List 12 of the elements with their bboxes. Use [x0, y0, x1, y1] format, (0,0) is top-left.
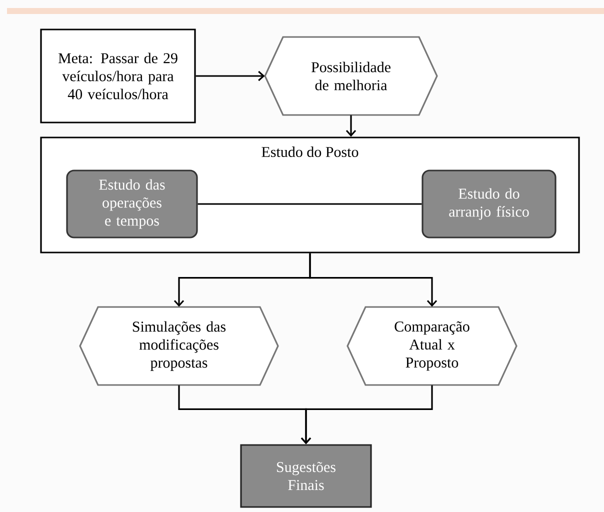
- preparation-hexagon: Possibilidade de melhoria: [264, 36, 438, 116]
- preparation-hexagon: Simulações das modificações propostas: [79, 306, 279, 386]
- arrow: [196, 70, 265, 82]
- preparation-hexagon: Comparação Atual x Proposto: [346, 306, 518, 386]
- arrow: [346, 115, 356, 137]
- rounded-box: Estudo das operações e tempos: [66, 170, 198, 238]
- process-box: Sugestões Finais: [240, 444, 372, 508]
- rounded-box: Estudo do arranjo físico: [422, 170, 556, 238]
- arrow: [309, 253, 438, 307]
- connector-line: [198, 203, 422, 205]
- process-box: Meta: Passar de 29 veículos/hora para 40 veículos/hora: [40, 28, 196, 124]
- arrow: [300, 385, 433, 444]
